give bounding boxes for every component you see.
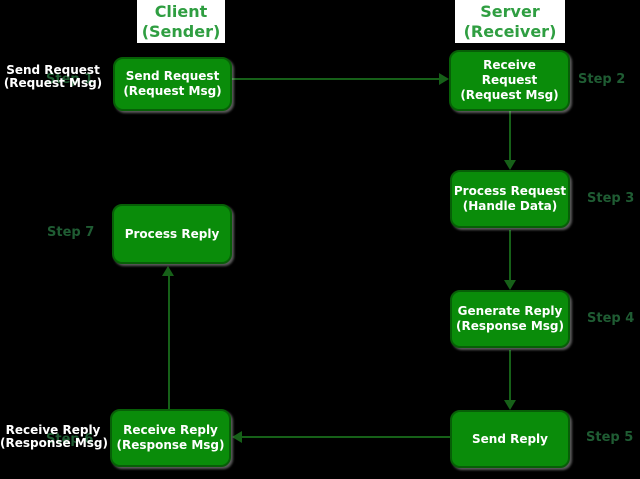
node-text-line: Send Reply [472,431,548,446]
receive-reply-side-label: Receive Reply (Response Msg) [0,423,108,450]
node-text-line: (Response Msg) [456,319,564,333]
step-1-label: Step 1 [46,72,94,87]
client-header-line: (Sender) [141,22,221,41]
server-header-line: (Receiver) [463,22,557,41]
step-7-label: Step 7 [47,225,95,240]
arrow-line-receive-request-to-process-request [509,111,511,160]
receive-request-node: Receive Request (Request Msg) [449,50,570,111]
side-label-line: Send Request [6,63,100,77]
node-text-line: (Response Msg) [116,438,225,452]
generate-reply-node: Generate Reply (Response Msg) [450,290,570,348]
side-label-line: Receive Reply [5,423,101,437]
node-text-line: Request [481,73,538,87]
step-3-label: Step 3 [587,191,635,206]
arrowhead-left-icon [232,431,242,443]
arrow-line-send-request-to-receive-request [232,78,441,80]
step-4-label: Step 4 [587,311,635,326]
send-reply-node: Send Reply [450,410,570,468]
arrowhead-right-icon [439,73,449,85]
node-text-line: (Request Msg) [123,84,222,98]
client-column-header: Client (Sender) [137,0,225,43]
side-label-line: (Request Msg) [3,76,103,90]
node-text-line: Send Request [125,69,220,83]
process-reply-node: Process Reply [112,204,232,264]
server-column-header: Server (Receiver) [455,0,565,43]
receive-reply-node: Receive Reply (Response Msg) [110,409,231,467]
server-header-line: Server [480,2,540,21]
arrowhead-up-icon [162,266,174,276]
arrow-line-send-reply-to-receive-reply [242,436,450,438]
arrow-line-process-request-to-generate-reply [509,230,511,280]
node-text-line: (Handle Data) [462,199,558,213]
client-header-line: Client [154,2,208,21]
node-text-line: Receive [483,58,536,72]
node-text-line: Process Request [453,184,567,198]
step-2-label: Step 2 [578,72,626,87]
side-label-line: (Response Msg) [0,436,108,450]
node-text-line: Generate Reply [457,304,563,318]
send-request-side-label: Send Request (Request Msg) [0,64,106,90]
process-request-node: Process Request (Handle Data) [450,170,570,228]
step-6-label: Step 6 [46,432,94,447]
send-request-node: Send Request (Request Msg) [113,57,232,111]
arrowhead-down-icon [504,160,516,170]
node-text-line: Receive Reply [123,423,218,437]
node-text-line: Process Reply [124,226,220,241]
arrow-line-generate-reply-to-send-reply [509,350,511,400]
arrowhead-down-icon [504,280,516,290]
step-5-label: Step 5 [586,430,634,445]
arrow-line-receive-reply-to-process-reply [168,276,170,409]
arrowhead-down-icon [504,400,516,410]
node-text-line: (Request Msg) [460,88,559,102]
